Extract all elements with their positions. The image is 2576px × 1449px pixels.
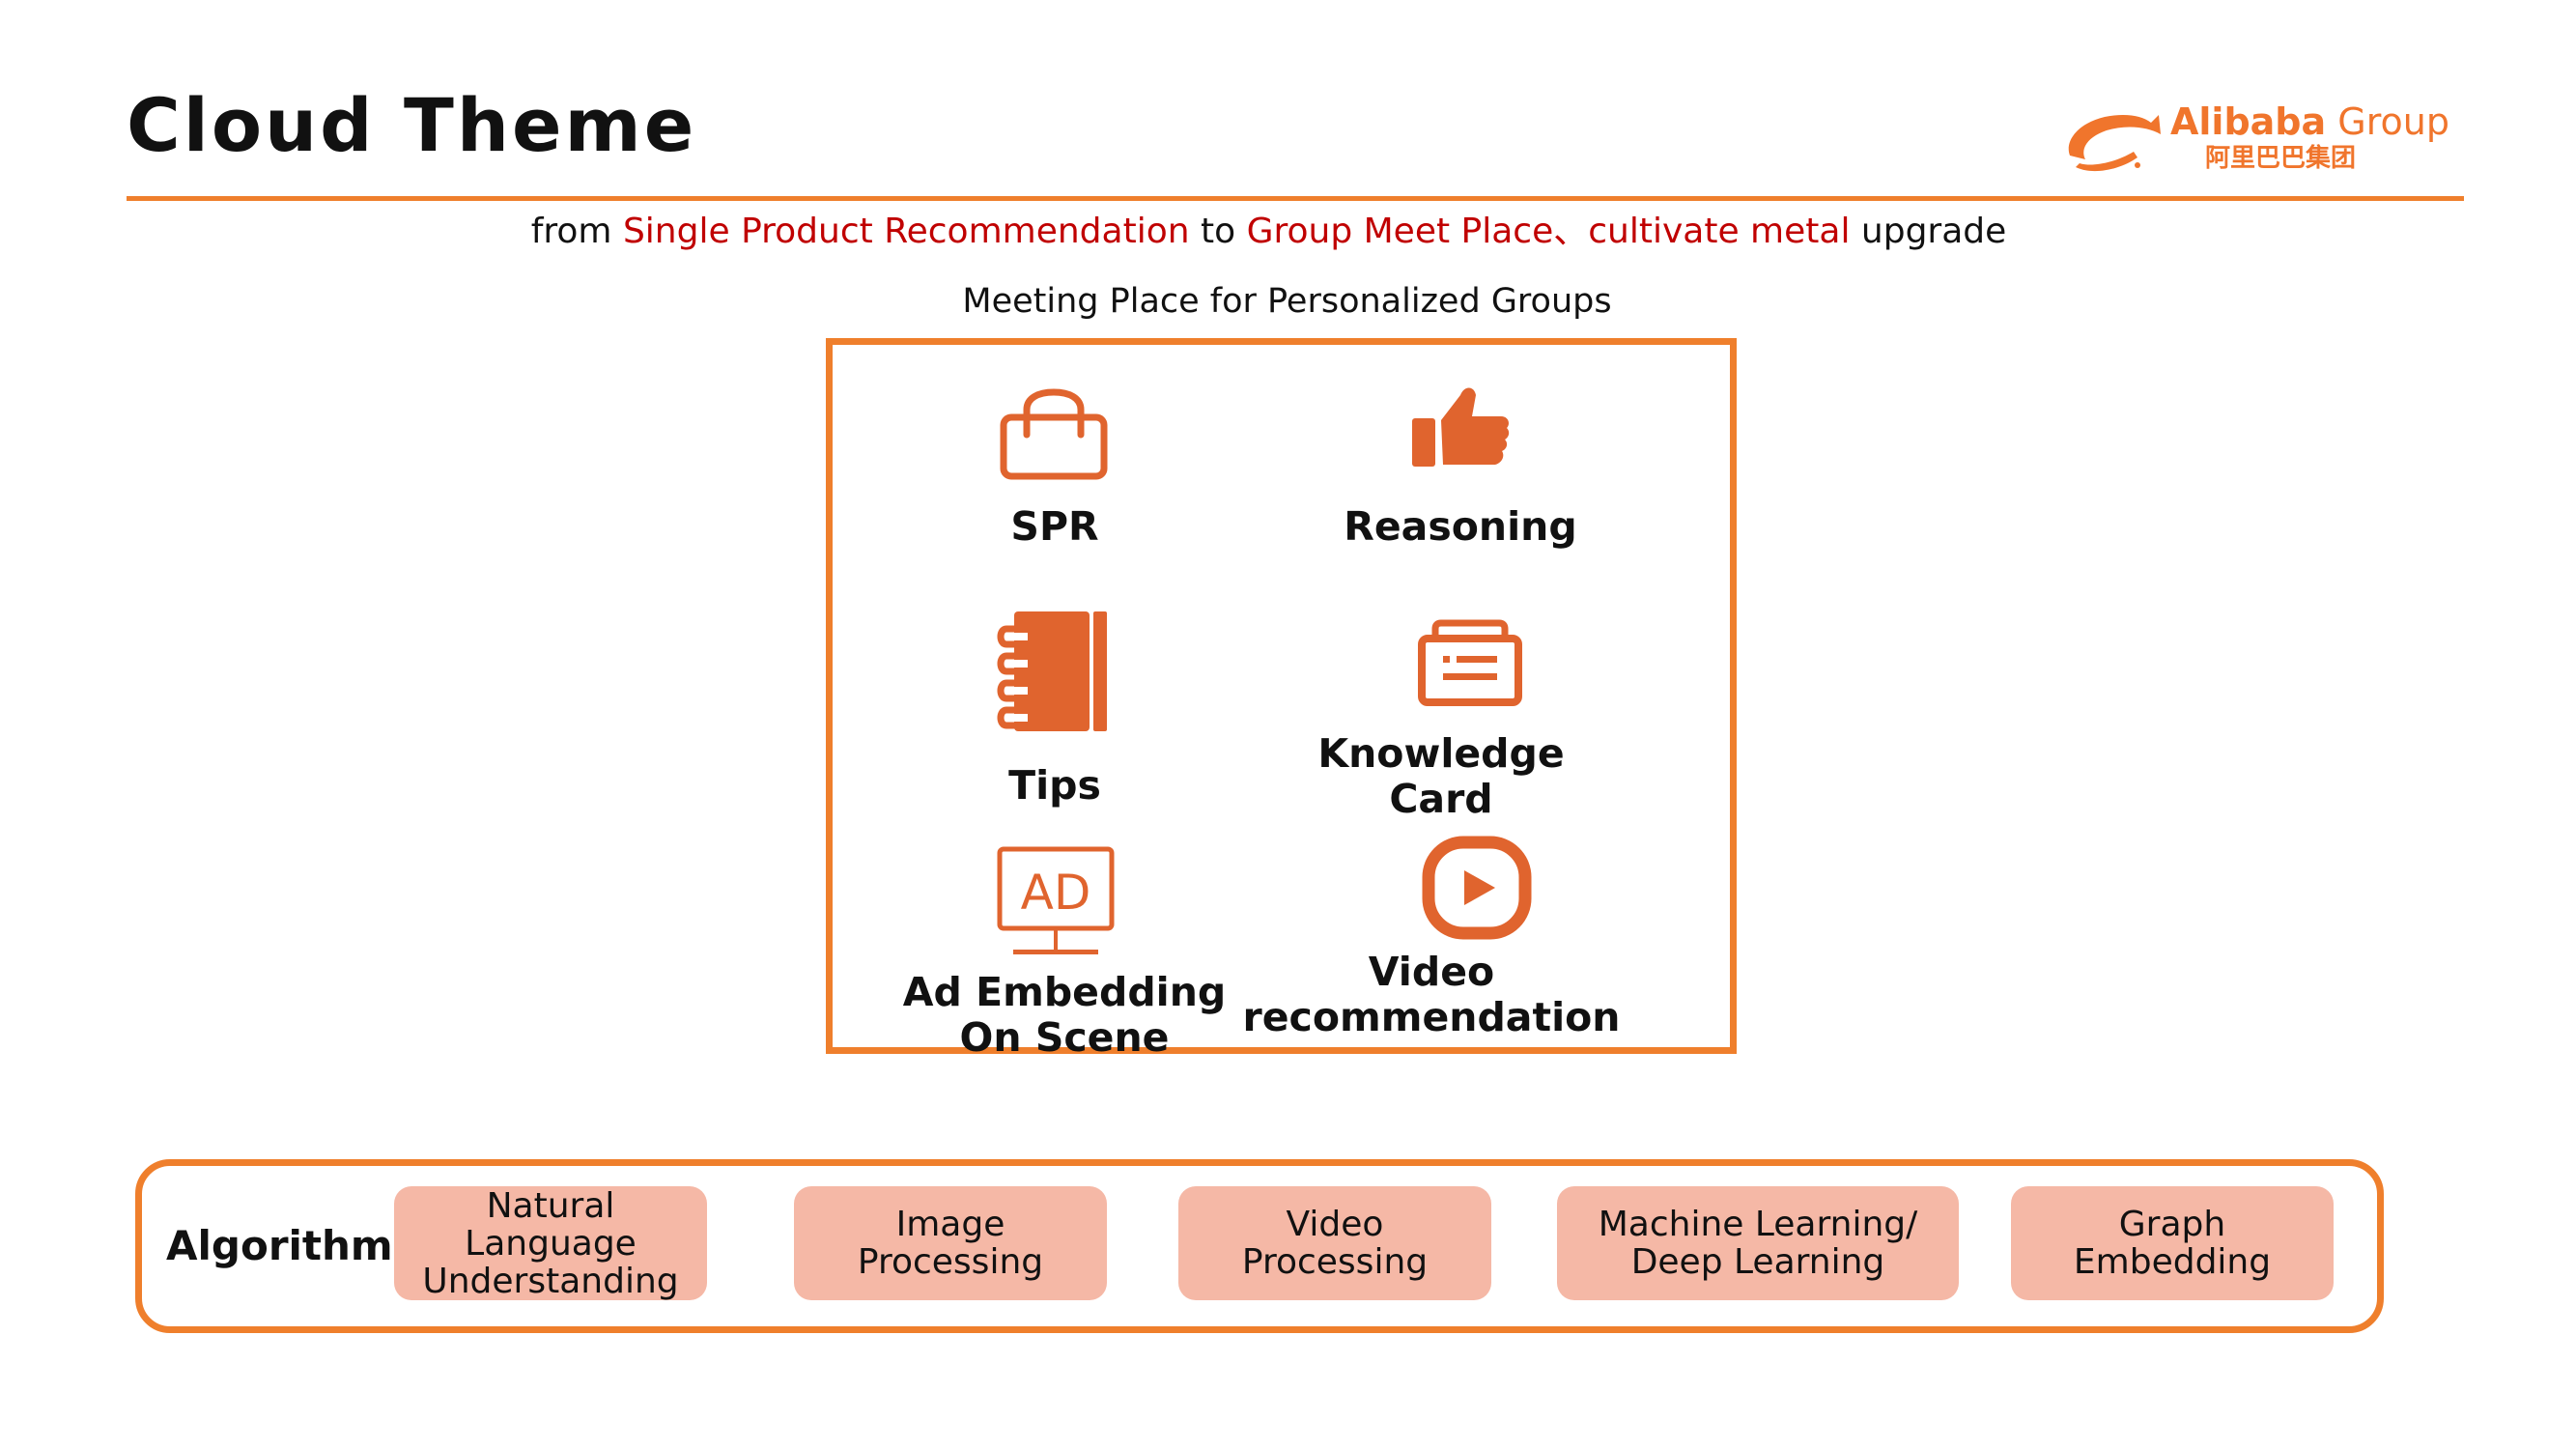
alibaba-logo: Alibaba Group 阿里巴巴集团 (2062, 101, 2468, 179)
feature-label-video-line2: recommendation (1242, 994, 1621, 1040)
feature-label-spr: SPR (1010, 503, 1099, 550)
alibaba-logo-mark-icon (2068, 115, 2161, 172)
subtitle-part3: upgrade (1850, 212, 2007, 251)
feature-label-video: Video recommendation (1238, 950, 1625, 1040)
subtitle-part1: from (530, 212, 623, 251)
features-caption: Meeting Place for Personalized Groups (962, 282, 1612, 321)
algorithm-item-machine-learning: Machine Learning/ Deep Learning (1557, 1186, 1959, 1300)
feature-label-video-line1: Video (1368, 949, 1495, 995)
feature-label-knowledge-card: Knowledge Card (1258, 731, 1625, 822)
svg-text:AD: AD (1021, 865, 1091, 921)
notebook-icon (997, 611, 1107, 731)
header-divider (127, 196, 2464, 201)
feature-label-ad-line2: On Scene (959, 1014, 1170, 1061)
algorithm-item-video-processing: Video Processing (1178, 1186, 1491, 1300)
feature-label-reasoning: Reasoning (1344, 503, 1577, 550)
subtitle: from Single Product Recommendation to Gr… (0, 211, 2576, 253)
logo-chinese: 阿里巴巴集团 (2205, 144, 2357, 173)
algorithm-item-graph-embedding: Graph Embedding (2011, 1186, 2334, 1300)
features-box: SPR Reasoning Tips Knowledge Card (826, 338, 1737, 1061)
logo-brand: Alibaba (2170, 100, 2327, 143)
feature-label-ad-embedding: Ad Embedding On Scene (881, 970, 1248, 1061)
subtitle-highlight-spr: Single Product Recommendation (622, 212, 1190, 251)
logo-suffix: Group (2337, 100, 2449, 143)
subtitle-part2: to (1189, 212, 1247, 251)
feature-label-knowledge-line1: Knowledge (1317, 730, 1565, 777)
ad-monitor-icon: AD (997, 846, 1115, 954)
feature-label-knowledge-line2: Card (1389, 776, 1493, 822)
play-button-icon (1422, 836, 1532, 940)
id-card-icon (1418, 619, 1522, 706)
algorithm-box (135, 1159, 2384, 1333)
algorithm-item-nlu: Natural Language Understanding (394, 1186, 707, 1300)
algorithm-label: Algorithm (166, 1222, 393, 1269)
subtitle-highlight-group: Group Meet Place、cultivate metal (1246, 212, 1851, 251)
shopping-bag-icon (1000, 388, 1108, 480)
feature-label-ad-line1: Ad Embedding (902, 969, 1227, 1015)
page-title: Cloud Theme (127, 82, 697, 168)
feature-label-tips: Tips (1008, 762, 1101, 809)
algorithm-item-image-processing: Image Processing (794, 1186, 1107, 1300)
thumbs-up-icon (1412, 387, 1510, 467)
